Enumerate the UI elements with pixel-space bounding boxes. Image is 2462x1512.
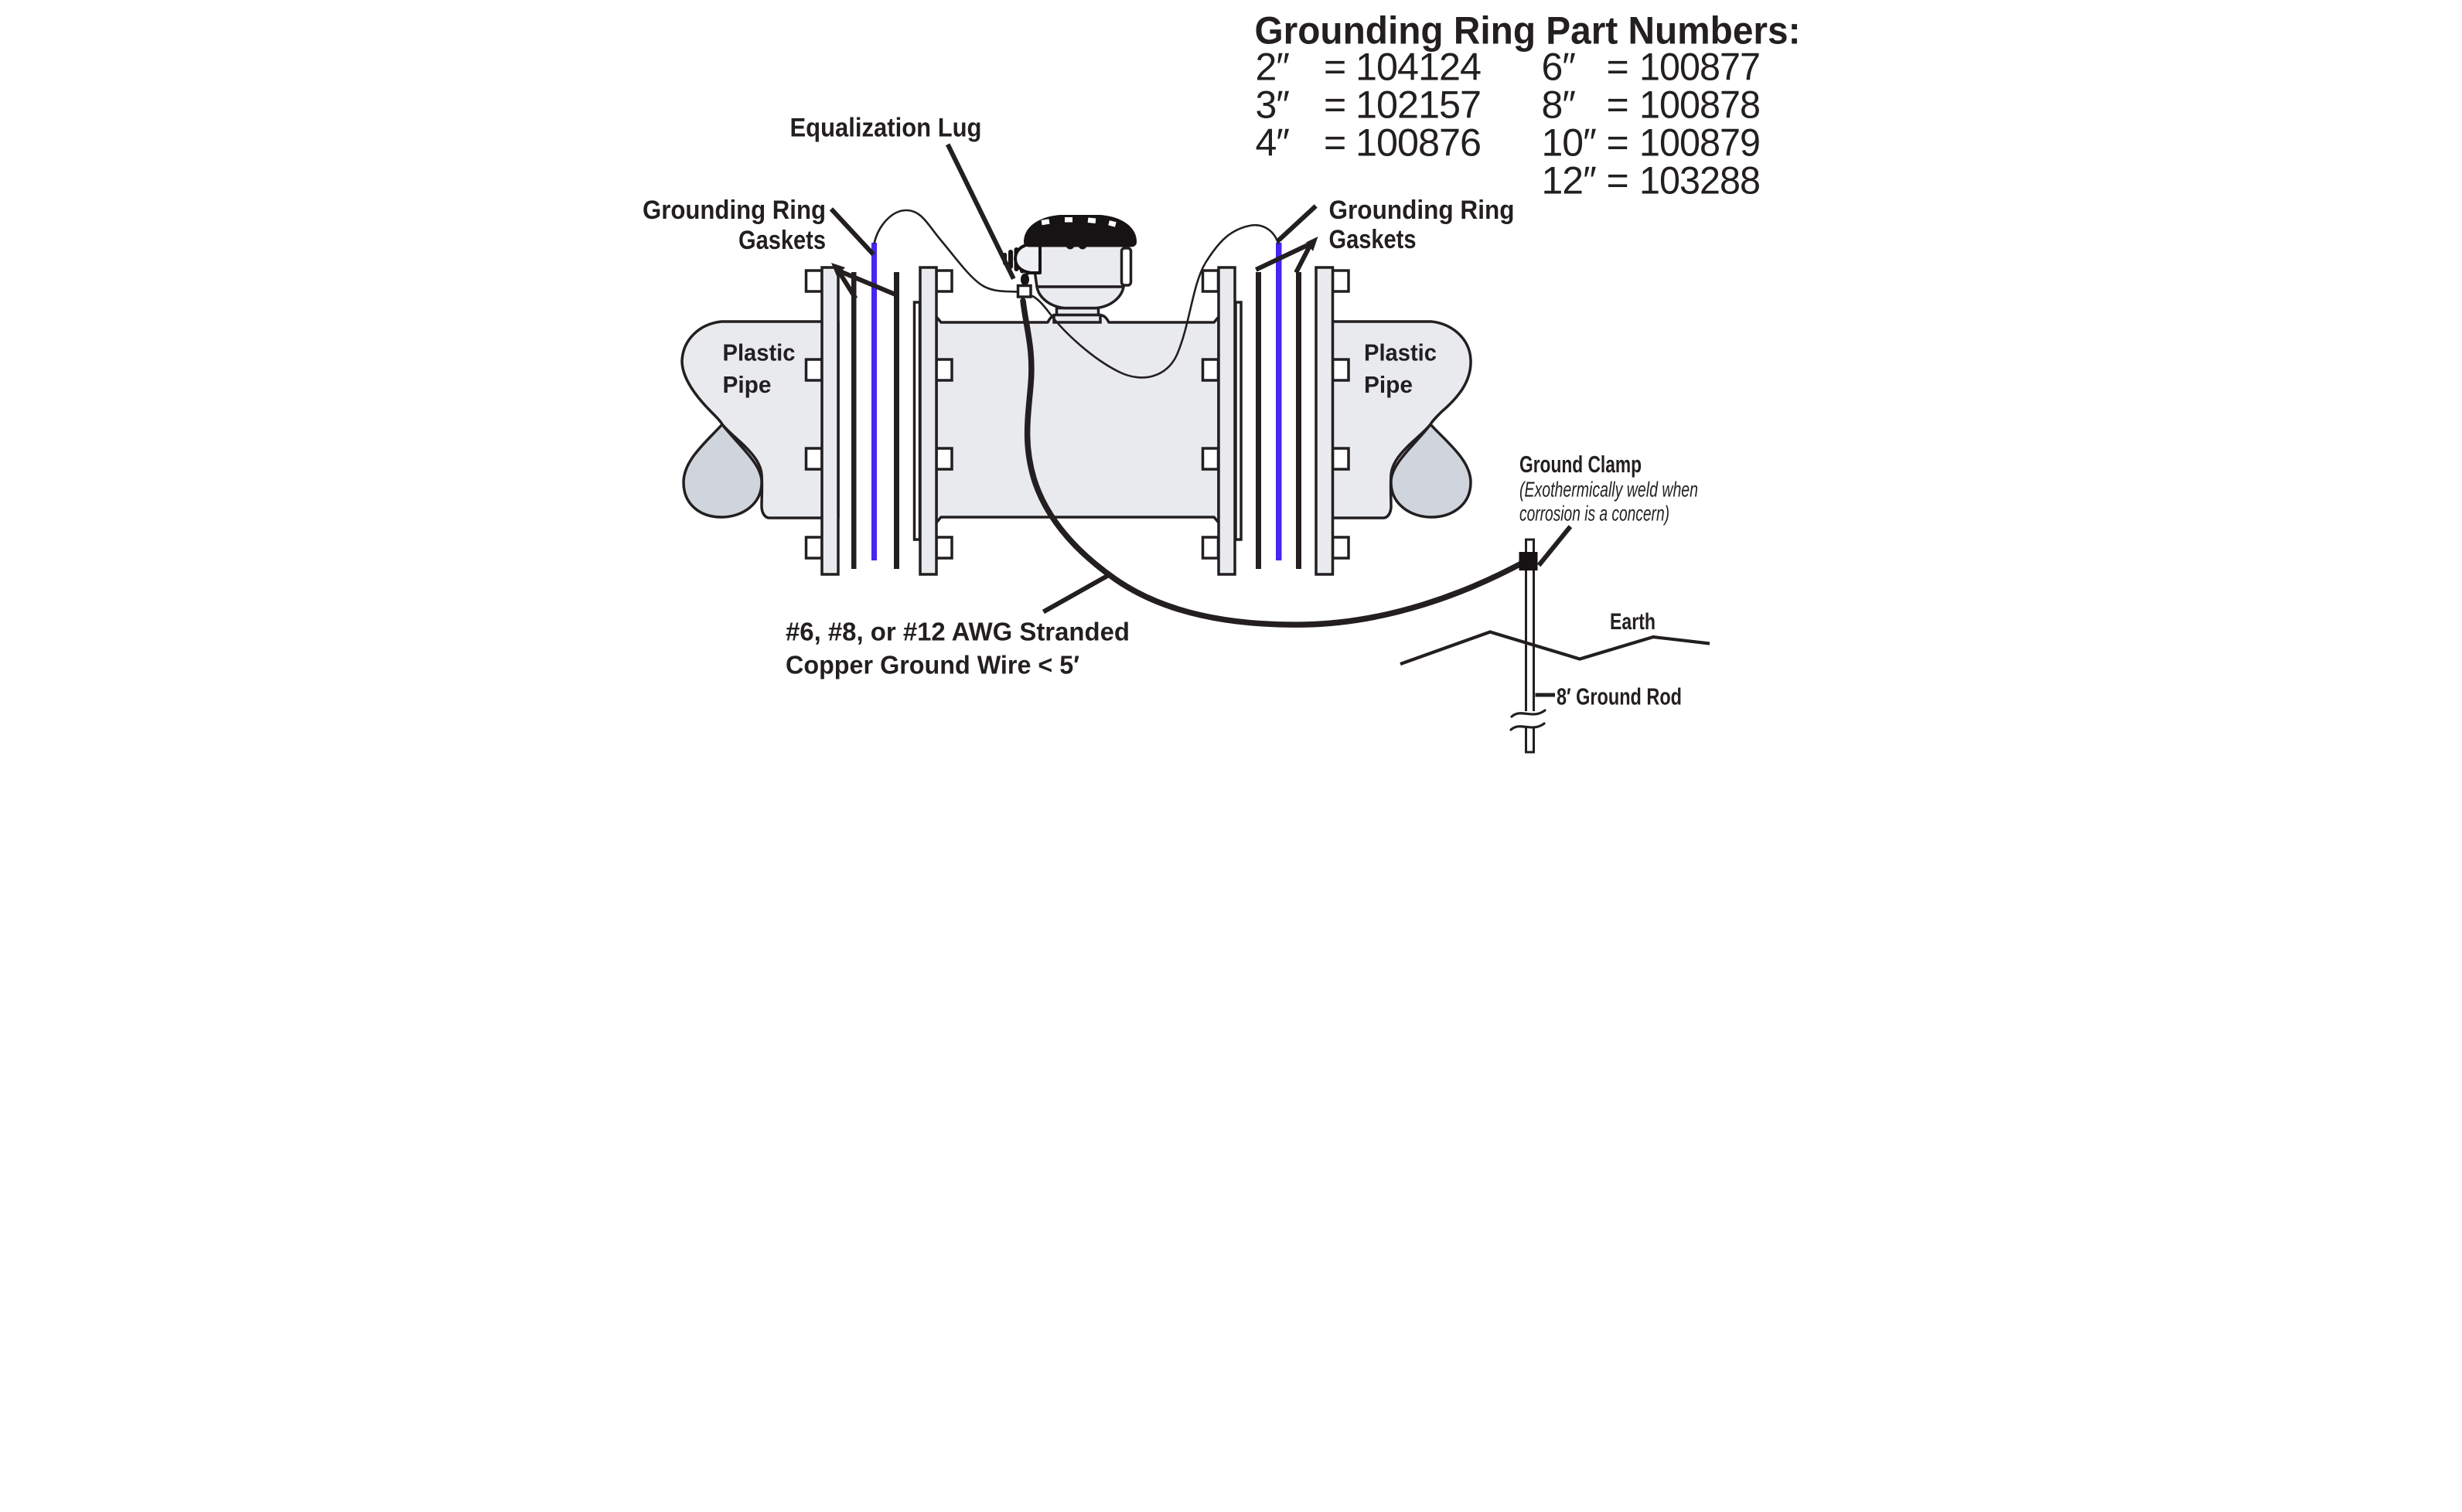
ground-rod-assembly — [1400, 525, 1710, 754]
pn-value: 102157 — [1355, 83, 1481, 127]
rod-break-mark — [1510, 709, 1546, 718]
left-flange-joint — [804, 243, 953, 576]
part-numbers-table: Grounding Ring Part Numbers: 2″ = 104124… — [1255, 9, 1801, 203]
svg-text:(Exothermically weld when: (Exothermically weld when — [1519, 478, 1698, 502]
rod-break-mark — [1509, 722, 1546, 731]
conduit-cowl — [1014, 242, 1042, 274]
right-plastic-pipe-label: Plastic Pipe — [1364, 339, 1437, 399]
transmitter-neck-base — [1052, 313, 1102, 324]
right-pipe-break — [1390, 423, 1472, 519]
meter-flange-bolts — [935, 269, 953, 560]
pn-value: 100879 — [1639, 121, 1760, 165]
pn-value: 103288 — [1639, 159, 1760, 203]
pn-eq: = — [1607, 159, 1628, 203]
transmitter-bowl — [1035, 285, 1125, 310]
grounding-ring-left — [871, 243, 877, 560]
pn-value: 100876 — [1355, 121, 1481, 165]
right-plastic-pipe — [1331, 320, 1472, 519]
left-grounding-ring-label: Grounding Ring Gaskets — [643, 196, 826, 255]
pn-eq: = — [1607, 121, 1628, 165]
ground-rod-label: 8′ Ground Rod — [1557, 683, 1682, 710]
leader-arrowhead — [831, 263, 845, 276]
svg-text:Plastic: Plastic — [1364, 339, 1437, 366]
equalization-wire-right — [1031, 224, 1280, 379]
svg-text:Gaskets: Gaskets — [738, 226, 826, 255]
gasket — [851, 272, 857, 569]
right-gasket-leaders — [1255, 204, 1318, 274]
pn-size: 6″ — [1542, 46, 1576, 89]
earth-label: Earth — [1610, 609, 1656, 635]
pipe-flange — [1315, 266, 1335, 576]
cap-slots — [1041, 217, 1117, 227]
equalization-lug-leader — [945, 143, 1016, 281]
svg-text:#6, #8, or #12 AWG Stranded: #6, #8, or #12 AWG Stranded — [786, 618, 1130, 646]
pn-size: 2″ — [1256, 46, 1290, 89]
meter-flange — [919, 266, 938, 576]
pn-eq: = — [1607, 83, 1628, 127]
gasket — [1256, 272, 1261, 569]
right-grounding-ring-label: Grounding Ring Gaskets — [1329, 196, 1515, 254]
ground-clamp-leader — [1536, 525, 1573, 567]
gasket — [894, 272, 899, 569]
pn-value: 104124 — [1355, 46, 1481, 89]
left-plastic-pipe — [680, 320, 840, 519]
svg-text:Gaskets: Gaskets — [1329, 225, 1417, 254]
svg-text:Grounding Ring: Grounding Ring — [643, 196, 826, 225]
pn-eq: = — [1324, 121, 1345, 165]
pn-value: 100877 — [1639, 46, 1760, 89]
page-title: Grounding Ring Part Numbers: — [1255, 9, 1801, 53]
pipe-flange-bolts — [804, 269, 824, 560]
diagram: Grounding Ring Part Numbers: 2″ = 104124… — [616, 0, 1846, 756]
meter-flange — [1217, 266, 1236, 576]
left-plastic-pipe-label: Plastic Pipe — [723, 339, 796, 399]
pn-eq: = — [1324, 83, 1345, 127]
svg-text:Ground Clamp: Ground Clamp — [1519, 451, 1642, 478]
meter-tube — [935, 314, 1220, 524]
pn-size: 3″ — [1256, 83, 1290, 127]
grounding-ring-right — [1276, 243, 1282, 560]
pipe-flange-bolts — [1331, 269, 1350, 560]
meter-flange-bolts — [1201, 269, 1220, 560]
meter-flange-face — [1234, 301, 1243, 541]
svg-text:Copper Ground Wire < 5′: Copper Ground Wire < 5′ — [786, 651, 1079, 679]
left-pipe-break — [682, 423, 763, 519]
wire-note-leader — [1042, 572, 1112, 615]
ground-clamp — [1519, 552, 1538, 570]
ground-clamp-label: Ground Clamp (Exothermically weld when c… — [1519, 451, 1698, 526]
earth-line — [1400, 630, 1710, 666]
right-flange-joint — [1201, 243, 1350, 576]
pn-eq: = — [1324, 46, 1345, 89]
ground-wire — [1020, 298, 1528, 628]
equalization-lug-label: Equalization Lug — [790, 114, 982, 143]
transmitter-cap — [1024, 215, 1137, 247]
gasket — [1296, 272, 1301, 569]
svg-text:Pipe: Pipe — [723, 371, 772, 398]
ground-wire-label: #6, #8, or #12 AWG Stranded Copper Groun… — [786, 618, 1130, 679]
leader-arrowhead — [1306, 237, 1318, 251]
left-gasket-leaders — [829, 207, 899, 300]
transmitter-latch — [1120, 247, 1133, 287]
cap-hinge-right — [1078, 240, 1087, 250]
equalization-lug-block — [1016, 284, 1032, 298]
svg-text:corrosion is a concern): corrosion is a concern) — [1519, 502, 1669, 526]
svg-text:Plastic: Plastic — [723, 339, 796, 366]
pipe-flange — [820, 266, 840, 576]
equalization-wire-left — [873, 209, 1019, 293]
transmitter-body — [1031, 243, 1130, 288]
pn-size: 12″ — [1542, 159, 1597, 203]
svg-text:Grounding Ring: Grounding Ring — [1329, 196, 1515, 225]
svg-text:Pipe: Pipe — [1364, 371, 1413, 398]
pn-size: 10″ — [1542, 121, 1597, 165]
cap-hinge-left — [1066, 240, 1075, 250]
pn-value: 100878 — [1639, 83, 1760, 127]
pn-eq: = — [1607, 46, 1628, 89]
pn-size: 8″ — [1542, 83, 1576, 127]
pn-size: 4″ — [1256, 121, 1290, 165]
lug-bolt — [1021, 273, 1029, 286]
